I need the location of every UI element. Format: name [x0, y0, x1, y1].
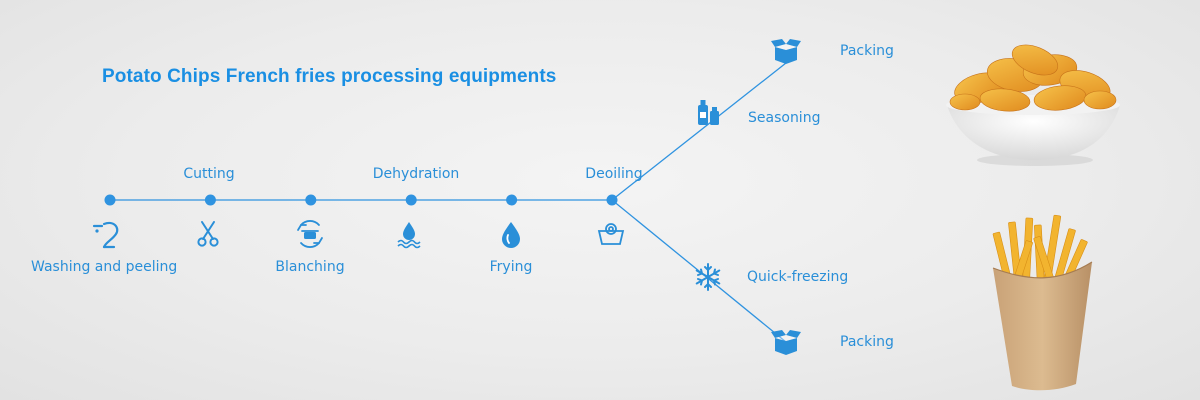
french-fries-cup-photo [992, 214, 1093, 391]
node-dot-frying [506, 194, 518, 206]
step-label-deoiling: Deoiling [585, 166, 643, 182]
step-label-blanching: Blanching [275, 259, 345, 275]
upper-branch-line [611, 62, 787, 201]
shrimp-like-peeler-icon [92, 221, 119, 249]
step-label-packing-upper: Packing [840, 43, 894, 59]
step-label-seasoning: Seasoning [748, 110, 821, 126]
seasoning-bottles-icon [698, 100, 719, 125]
node-dot-dehydration [405, 194, 417, 206]
diagram-title: Potato Chips French fries processing equ… [102, 66, 557, 87]
oil-drop-icon [502, 222, 520, 248]
water-drop-waves-icon [397, 222, 421, 249]
step-label-quick-freezing: Quick-freezing [747, 269, 849, 285]
snowflake-icon [695, 263, 721, 291]
step-label-cutting: Cutting [183, 166, 235, 182]
step-label-packing-lower: Packing [840, 334, 894, 350]
blanching-pot-icon [297, 220, 323, 248]
step-label-frying: Frying [489, 259, 533, 275]
node-dot-blanching [305, 194, 317, 206]
step-label-washing-and-peeling: Washing and peeling [31, 259, 178, 275]
node-dot-cutting [204, 194, 216, 206]
node-dot-washing-and-peeling [104, 194, 116, 206]
scissors-icon [197, 221, 219, 247]
step-label-dehydration: Dehydration [372, 166, 460, 182]
potato-chips-bowl-photo [946, 44, 1120, 166]
package-box-icon-upper [771, 39, 801, 64]
node-dot-deoiling [606, 194, 618, 206]
package-box-icon-lower [771, 330, 801, 355]
spin-dryer-icon [597, 223, 625, 245]
